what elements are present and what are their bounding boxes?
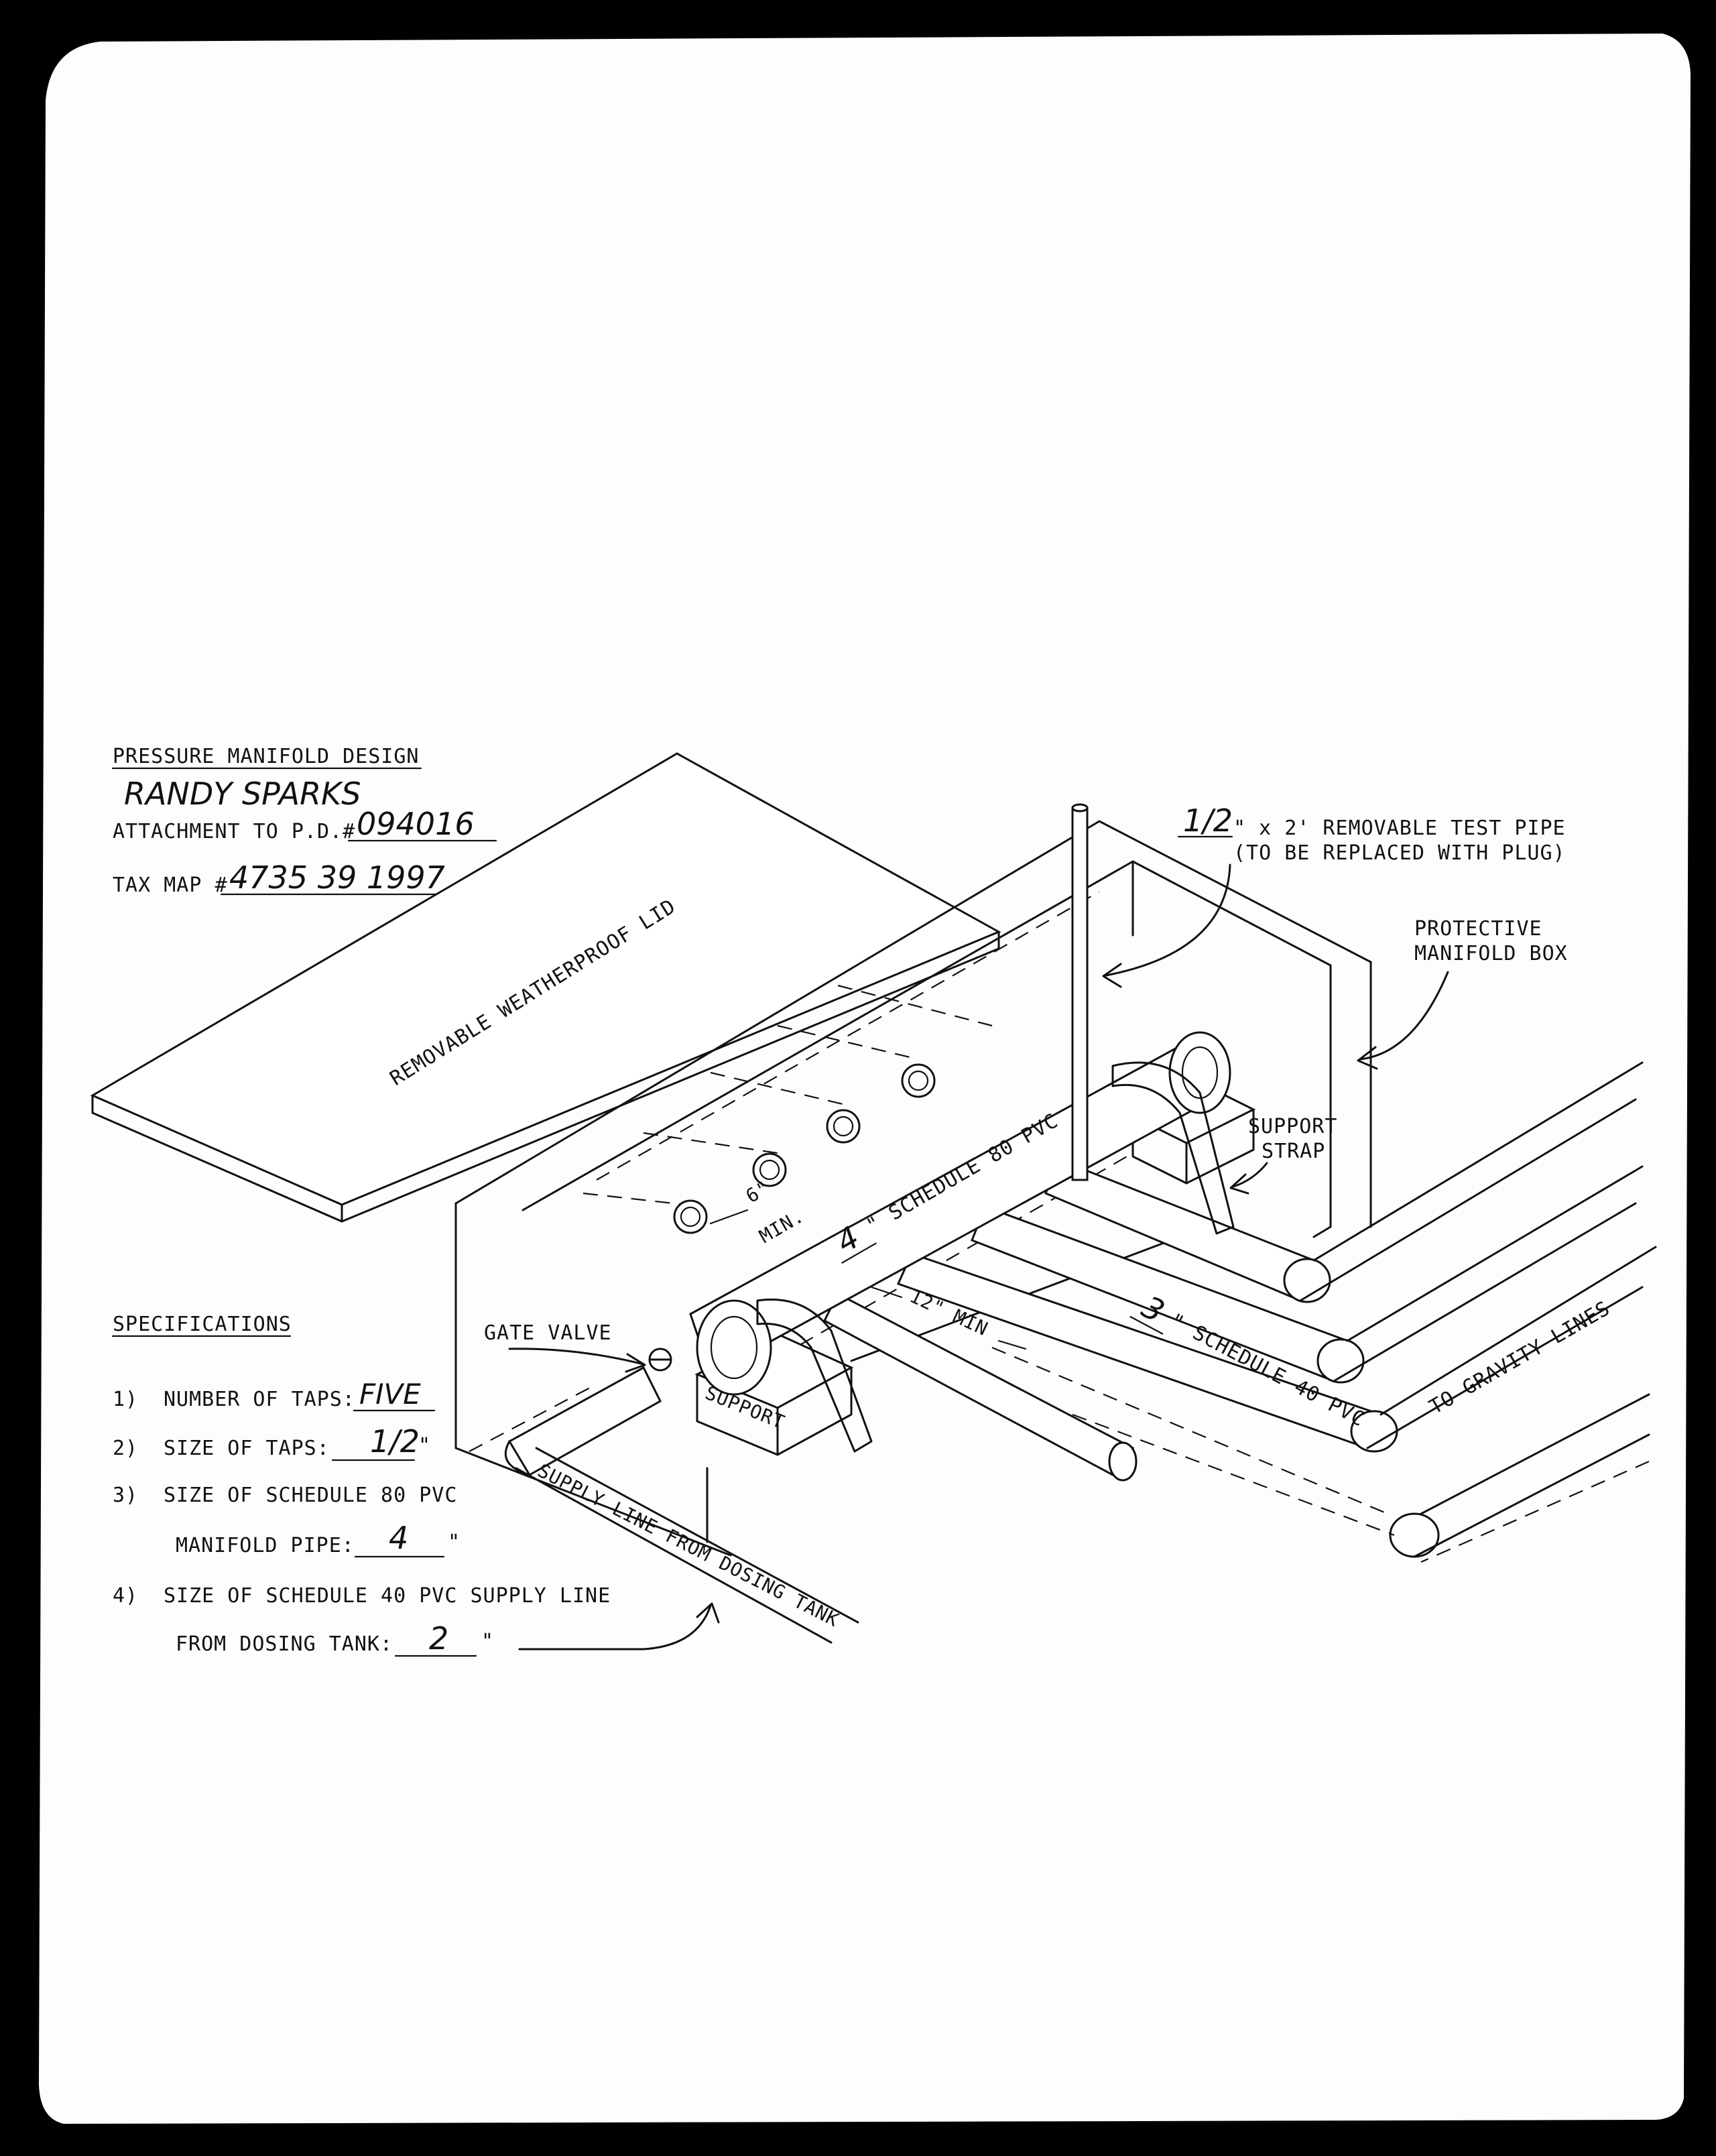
attachment-value: 094016 bbox=[357, 806, 475, 842]
spec-1-label: NUMBER OF TAPS: bbox=[164, 1388, 355, 1411]
specifications-block: SPECIFICATIONS 1) NUMBER OF TAPS: FIVE 2… bbox=[111, 1313, 611, 1657]
strap-label-2: STRAP bbox=[1262, 1140, 1325, 1163]
strap-arrow bbox=[1232, 1162, 1268, 1188]
gate-valve-arrow bbox=[508, 1348, 645, 1366]
spec-4-value: 2 bbox=[429, 1620, 448, 1657]
attachment-label: ATTACHMENT TO P.D.# bbox=[113, 820, 355, 843]
tax-map-label: TAX MAP # bbox=[113, 874, 228, 897]
paper-background bbox=[39, 34, 1691, 2124]
supply-spec-arrow bbox=[518, 1604, 712, 1651]
tap-3-icon bbox=[826, 1109, 861, 1144]
spec-2-label: SIZE OF TAPS: bbox=[164, 1437, 330, 1460]
strap-label-1: SUPPORT bbox=[1248, 1115, 1337, 1138]
tax-map-value: 4735 39 1997 bbox=[229, 859, 445, 896]
spec-3-label2: MANIFOLD PIPE: bbox=[176, 1534, 355, 1557]
gate-valve-icon bbox=[648, 1348, 672, 1372]
box-arrow bbox=[1359, 971, 1449, 1061]
spec-2-value: 1/2 bbox=[370, 1423, 420, 1459]
lateral-pipes bbox=[823, 1061, 1657, 1563]
test-pipe-note: (TO BE REPLACED WITH PLUG) bbox=[1233, 841, 1566, 865]
spec-4-unit: " bbox=[481, 1630, 494, 1653]
removable-lid: REMOVABLE WEATHERPROOF LID bbox=[90, 752, 1001, 1223]
box-label-1: PROTECTIVE bbox=[1414, 917, 1542, 941]
test-pipe-label: " x 2' REMOVABLE TEST PIPE bbox=[1233, 817, 1566, 840]
spec-3-label: SIZE OF SCHEDULE 80 PVC bbox=[164, 1484, 457, 1507]
tap-1-icon bbox=[673, 1199, 708, 1234]
support-straps bbox=[756, 1061, 1235, 1453]
test-pipe-arrow bbox=[1105, 863, 1231, 977]
spec-4-num: 4) bbox=[113, 1584, 138, 1608]
test-pipe-size: 1/2 bbox=[1183, 802, 1233, 839]
specifications-heading: SPECIFICATIONS bbox=[113, 1313, 292, 1336]
spec-4-label2: FROM DOSING TANK: bbox=[176, 1632, 393, 1656]
spec-2-num: 2) bbox=[113, 1437, 138, 1460]
spec-1-value: FIVE bbox=[359, 1378, 421, 1411]
spec-2-unit: " bbox=[418, 1434, 431, 1457]
spec-4-label: SIZE OF SCHEDULE 40 PVC SUPPLY LINE bbox=[164, 1584, 611, 1608]
header-block: PRESSURE MANIFOLD DESIGN RANDY SPARKS AT… bbox=[111, 745, 497, 897]
test-pipe bbox=[1071, 803, 1089, 1181]
box-label-2: MANIFOLD BOX bbox=[1414, 942, 1568, 965]
spec-3-num: 3) bbox=[113, 1484, 138, 1507]
tap-2-icon bbox=[752, 1152, 787, 1187]
spec-1-num: 1) bbox=[113, 1388, 138, 1411]
spec-3-unit: " bbox=[448, 1531, 461, 1554]
spec-3-value: 4 bbox=[389, 1520, 408, 1556]
gate-valve-label: GATE VALVE bbox=[484, 1321, 612, 1345]
tap-4-icon bbox=[901, 1063, 936, 1098]
owner-name: RANDY SPARKS bbox=[124, 776, 361, 812]
taps bbox=[673, 1063, 936, 1234]
page-title: PRESSURE MANIFOLD DESIGN bbox=[113, 745, 419, 768]
